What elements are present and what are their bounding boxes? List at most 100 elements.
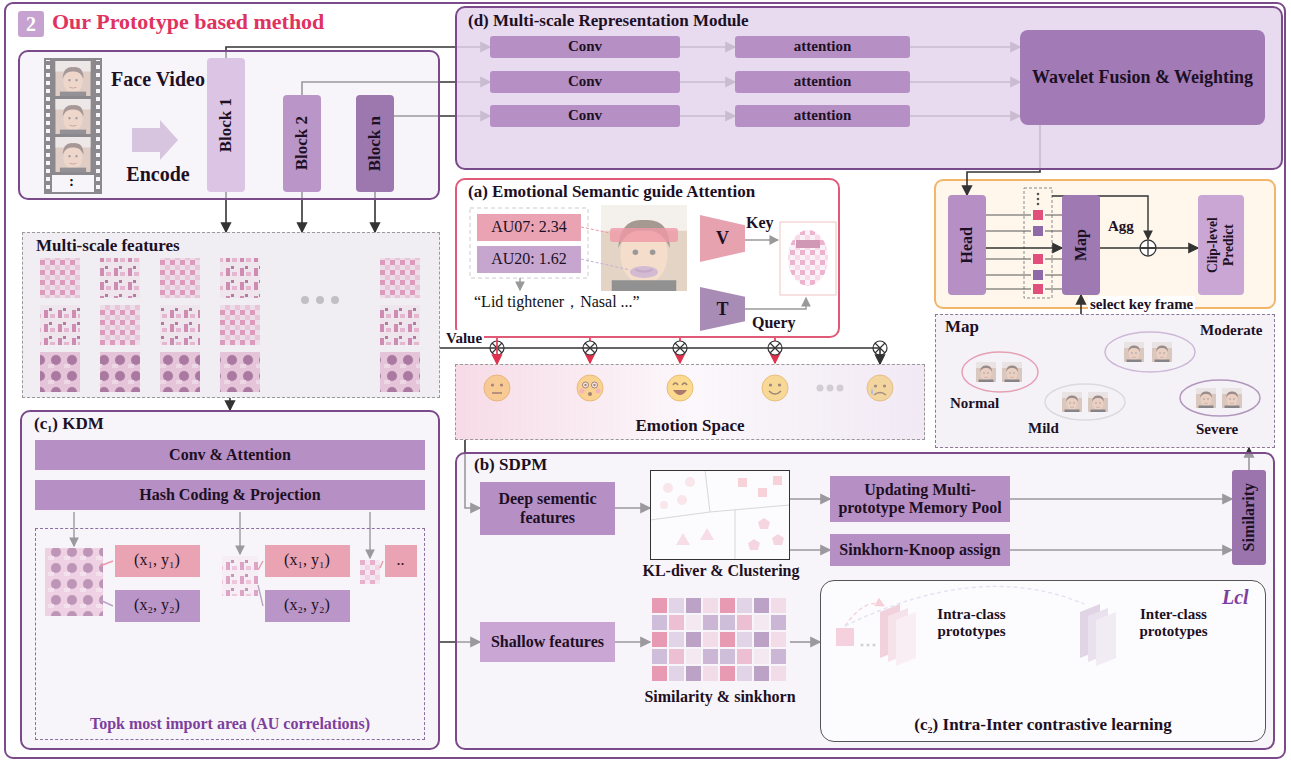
node-text: Block 2 [292, 116, 312, 170]
loss-label: Lcl [1222, 586, 1249, 609]
coordinate-box: (x₁, y₁) [115, 545, 200, 577]
node-text: Conv [568, 73, 602, 90]
edge-label: Value [444, 330, 484, 347]
token-aggregation [986, 259, 1031, 260]
section-badge: 2 [18, 11, 44, 37]
node-text: (x₂, y₂) [134, 596, 180, 614]
node-text: Block 1 [216, 98, 236, 152]
node-text: Map [945, 317, 979, 337]
node-text: Updating Multi-prototype Memory Pool [836, 481, 1004, 518]
node-text: (x₁, y₁) [134, 551, 180, 569]
token-aggregation [1033, 270, 1043, 280]
coordinate-box: (x₁, y₁) [265, 545, 350, 577]
module-panel: (b) SDPMDeep sementic featuresKL-diver &… [455, 452, 1275, 750]
token-aggregation [986, 231, 1031, 232]
token-aggregation [1037, 203, 1040, 206]
multiply-nodes [590, 338, 775, 363]
prototype-label: Inter-class prototypes [1126, 606, 1221, 641]
node-text: .. [397, 551, 405, 569]
process-box: Conv [490, 71, 680, 93]
encoder-panel: Face VideoEncodeBlock 1Block 2Block n [18, 50, 440, 200]
coordinate-box: (x₂, y₂) [265, 590, 350, 622]
node-text: Face Video [108, 68, 208, 91]
film-ellipsis: : [69, 173, 74, 190]
token-aggregation [1037, 193, 1040, 196]
trapezoid-outline [700, 215, 745, 262]
node-text: (c₁) KDM [34, 414, 104, 434]
encoder-block: Block 1 [207, 58, 245, 192]
node-text: attention [794, 73, 852, 90]
token-aggregation [986, 188, 1156, 298]
node-text: Multi-scale features [36, 236, 180, 256]
class-label: Normal [950, 395, 999, 412]
token-aggregation [1033, 284, 1043, 294]
encoder-trapezoid: V [700, 215, 745, 262]
cluster-box: KL-diver & Clustering [650, 470, 790, 560]
process-box: Sinkhorn-Knoop assign [830, 534, 1010, 566]
node-text: Clip-level Predict [1205, 195, 1236, 295]
feature-panel: Multi-scale features [22, 232, 440, 398]
fusion-box: Wavelet Fusion & Weighting [1020, 30, 1265, 125]
node-text: (b) SDPM [474, 455, 547, 475]
connector [229, 398, 231, 410]
node-text: attention [794, 107, 852, 124]
node-text: KL-diver & Clustering [621, 562, 821, 580]
process-box: attention [735, 105, 910, 127]
connector [440, 348, 880, 364]
process-box: Conv & Attention [35, 440, 425, 470]
token-aggregation [986, 215, 1031, 216]
token-aggregation [986, 275, 1031, 276]
process-box: Deep sementic features [480, 482, 615, 535]
connector [986, 247, 1062, 249]
token-aggregation [1045, 275, 1062, 276]
node-text: Map [1072, 229, 1090, 261]
node-text: V [716, 228, 729, 249]
key-label: Key [746, 214, 774, 232]
encoder-block: Block 2 [283, 95, 321, 192]
node-text: (a) Emotional Semantic guide Attention [468, 182, 755, 202]
token-aggregation [1045, 289, 1062, 290]
token-aggregation [1045, 231, 1062, 232]
process-box: Map [1062, 195, 1100, 295]
process-box: Head [948, 195, 986, 295]
multiply-nodes [490, 338, 887, 363]
prediction-panel [935, 180, 1275, 308]
au-box: AU20: 1.62 [477, 246, 581, 273]
edge-label: select key frame [1088, 296, 1195, 313]
node-text: AU07: 2.34 [491, 218, 567, 236]
token-aggregation [1037, 198, 1040, 201]
cluster-illustration [650, 470, 790, 560]
node-text: attention [794, 38, 852, 55]
process-box: Updating Multi-prototype Memory Pool [830, 476, 1010, 522]
node-text: Wavelet Fusion & Weighting [1032, 67, 1253, 88]
node-text: (x₂, y₂) [284, 596, 330, 614]
token-aggregation [1033, 254, 1043, 264]
cluster-illustration [650, 470, 790, 560]
node-text: Deep sementic features [486, 490, 609, 527]
class-label: Mild [1028, 420, 1059, 437]
outer-frame [5, 3, 1285, 758]
node-text: Sinkhorn-Knoop assign [839, 541, 1000, 559]
process-box: Clip-level Predict [1198, 195, 1244, 295]
module-panel: (d) Multi-scale Representation ModuleCon… [455, 6, 1283, 170]
coordinate-box: (x₂, y₂) [115, 590, 200, 622]
multiply-nodes [774, 355, 776, 363]
au-description: “Lid tightener，Nasal ...” [474, 293, 640, 311]
node-text: Conv & Attention [169, 446, 291, 464]
module-panel: (c₁) KDM Conv & AttentionHash Coding & Pr… [20, 410, 440, 750]
node-text: (d) Multi-scale Representation Module [468, 11, 749, 31]
class-label: Severe [1196, 421, 1238, 438]
prototype-label: Intra-class prototypes [924, 606, 1019, 641]
node-text: Block n [365, 116, 385, 171]
token-aggregation [1033, 210, 1043, 220]
process-box: attention [735, 71, 910, 93]
encoder-trapezoid: T [700, 287, 745, 331]
node-text: Similarity [1240, 483, 1258, 551]
matrix-box: Similarity & sinkhorn [650, 595, 790, 685]
token-aggregation [1024, 188, 1052, 298]
node-text: Similarity & sinkhorn [620, 688, 820, 706]
process-box: Hash Coding & Projection [35, 480, 425, 510]
node-text: Emotion Space [456, 416, 924, 436]
process-box: attention [735, 36, 910, 58]
node-text: Hash Coding & Projection [139, 486, 320, 504]
